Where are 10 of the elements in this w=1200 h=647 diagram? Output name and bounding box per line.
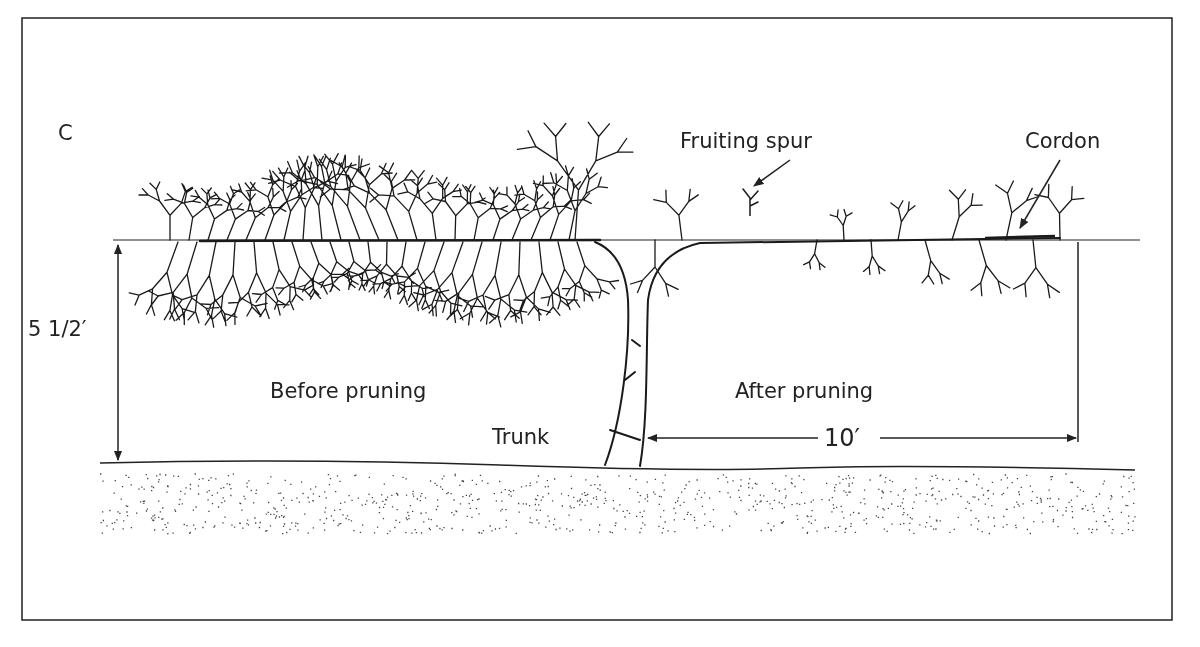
part-label: Fruiting spur	[680, 130, 812, 154]
dimension-label: 10′	[824, 425, 860, 452]
region-label: Before pruning	[270, 380, 427, 404]
part-label: Trunk	[492, 426, 550, 450]
region-label: After pruning	[735, 380, 874, 404]
dimension-label: 5 1/2′	[28, 318, 87, 342]
panel-letter: C	[58, 122, 73, 146]
leader-line	[1019, 159, 1061, 229]
leader-line	[753, 159, 791, 187]
part-label: Cordon	[1025, 130, 1101, 154]
